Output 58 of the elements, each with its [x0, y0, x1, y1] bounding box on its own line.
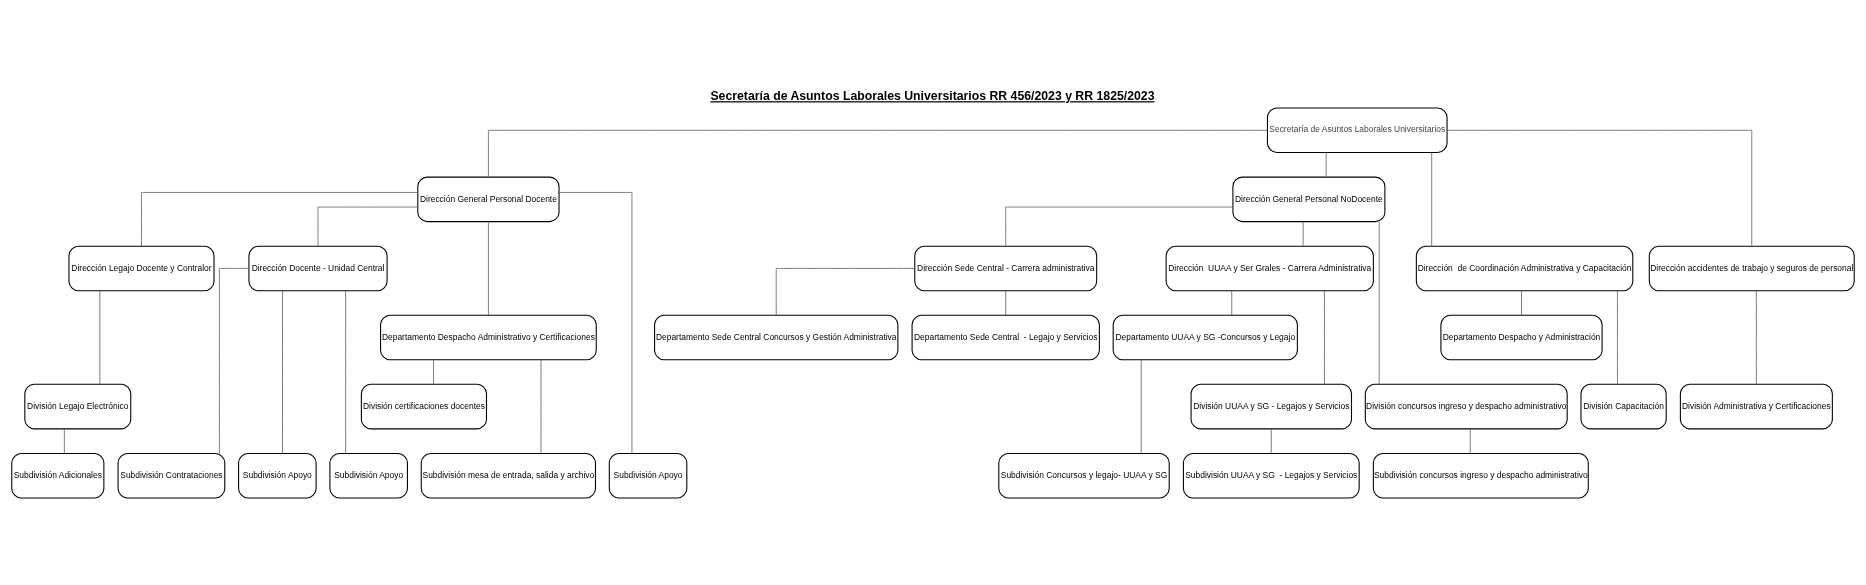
node-box: Departamento Despacho Administrativo y Certificaciones	[380, 314, 597, 360]
connector	[558, 191, 633, 454]
connector	[488, 129, 1268, 177]
connector	[1324, 290, 1325, 385]
connector	[99, 290, 101, 385]
node-box: Subdivisión concursos ingreso y despacho administrativo	[1372, 452, 1589, 498]
node-box: Dirección General Personal NoDocente	[1232, 176, 1386, 222]
node-box: Subdivisión Adicionales	[11, 452, 105, 498]
node-box: División Administrativa y Certificaciones	[1679, 383, 1833, 429]
connector	[1617, 290, 1618, 385]
node-box: Subdivisión Apoyo	[608, 452, 688, 498]
node-box: Subdivisión mesa de entrada, salida y archivo	[420, 452, 596, 498]
node-box: Departamento Sede Central - Legajo y Servicios	[911, 314, 1100, 360]
connector	[1302, 221, 1304, 246]
connector	[219, 267, 250, 454]
node-box: División Legajo Electrónico	[24, 383, 132, 429]
connector	[317, 206, 418, 246]
node-box: Dirección accidentes de trabajo y seguros de personal	[1648, 245, 1855, 291]
connector	[1270, 428, 1272, 454]
node-box: División certificaciones docentes	[360, 383, 488, 429]
node-box: Dirección Legajo Docente y Contralor	[68, 245, 215, 291]
node-box: Subdivisión Apoyo	[329, 452, 408, 498]
connector	[540, 359, 542, 454]
connector	[488, 221, 489, 316]
node-box: Dirección General Personal Docente	[417, 176, 560, 222]
node-box: Secretaría de Asuntos Laborales Universitarios	[1266, 107, 1448, 153]
connector	[1325, 152, 1327, 177]
node-box: División concursos ingreso y despacho administrativo	[1364, 383, 1568, 429]
node-box: Subdivisión Apoyo	[238, 452, 317, 498]
node-box: División UUAA y SG - Legajos y Servicios	[1190, 383, 1353, 429]
connector	[141, 191, 419, 246]
connector	[282, 289, 283, 454]
node-box: Dirección UUAA y Ser Grales - Carrera Administrativa	[1165, 245, 1374, 291]
node-box: Subdivisión UUAA y SG - Legajos y Servicios	[1182, 452, 1360, 498]
connector	[1231, 290, 1233, 315]
connector	[1431, 151, 1433, 247]
connector	[1756, 290, 1757, 385]
node-box: Dirección Docente - Unidad Central	[248, 245, 388, 291]
connector	[1005, 206, 1234, 246]
node-box: Dirección Sede Central - Carrera administrativa	[914, 245, 1098, 291]
node-box: Departamento Sede Central Concursos y Gestión Administrativa	[654, 314, 899, 360]
connector	[1521, 290, 1522, 315]
connector	[1378, 220, 1380, 385]
node-box: Subdivisión Contrataciones	[117, 452, 226, 498]
connector	[1469, 428, 1471, 454]
connector	[433, 359, 434, 385]
node-box: Dirección de Coordinación Administrativa y Capacitación	[1415, 245, 1634, 291]
connector	[1446, 129, 1753, 246]
diagram-title: Secretaría de Asuntos Laborales Universitarios RR 456/2023 y RR 1825/2023	[710, 88, 1155, 103]
connector	[1005, 290, 1007, 315]
connector	[345, 289, 347, 454]
connector	[775, 267, 916, 315]
node-box: Departamento UUAA y SG -Concursos y Legajo	[1112, 314, 1298, 360]
node-box: División Capacitación	[1580, 383, 1667, 429]
node-box: Subdivisión Concursos y legajo- UUAA y SG	[998, 452, 1170, 498]
node-box: Departamento Despacho y Administración	[1440, 314, 1603, 360]
connector	[1140, 359, 1142, 454]
connector	[63, 428, 65, 454]
